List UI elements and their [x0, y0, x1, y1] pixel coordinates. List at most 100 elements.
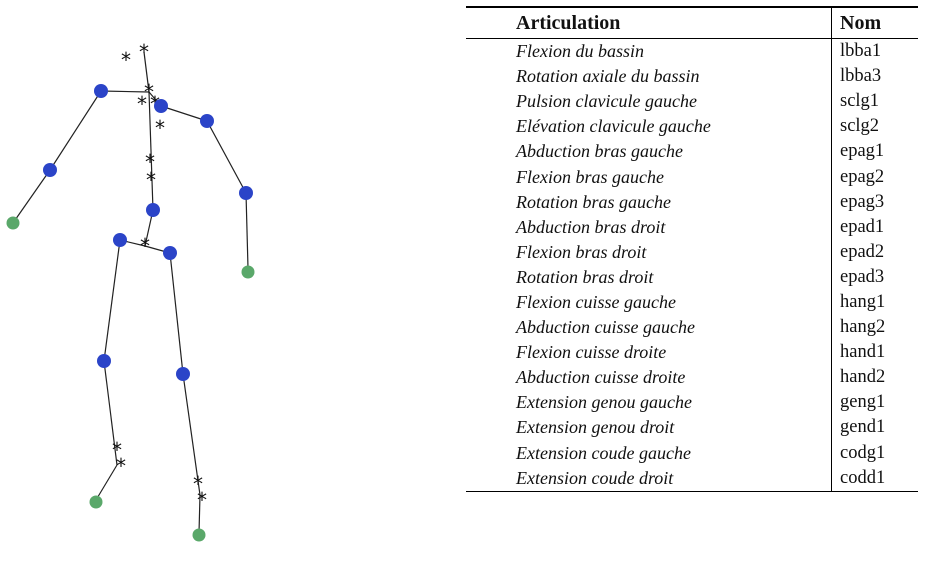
table-row: Abduction cuisse gauche hang2	[466, 315, 918, 341]
joint-dot	[146, 203, 160, 217]
extremity-dot	[6, 216, 20, 230]
marker-asterisk: *	[145, 150, 155, 174]
skeleton-bone	[169, 252, 184, 375]
nom-cell: epad3	[831, 264, 918, 290]
joint-dot	[113, 233, 127, 247]
marker-asterisk: *	[116, 454, 126, 478]
nom-cell: codd1	[831, 465, 918, 492]
table-header-row: Articulation Nom	[466, 6, 918, 39]
marker-asterisk: *	[140, 234, 150, 258]
skeleton-bone	[49, 90, 102, 171]
joint-dot	[163, 246, 177, 260]
nom-cell: lbba3	[831, 64, 918, 90]
articulation-cell: Rotation bras droit	[516, 266, 654, 287]
articulation-cell: Extension genou gauche	[516, 392, 692, 413]
nom-cell: epad2	[831, 239, 918, 265]
table-row: Rotation bras gauche epag3	[466, 189, 918, 215]
articulation-cell: Abduction bras gauche	[516, 141, 683, 162]
table-row: Flexion bras droit epad2	[466, 239, 918, 265]
joint-dot	[200, 114, 214, 128]
table-row: Extension genou droit gend1	[466, 415, 918, 441]
marker-asterisk: *	[155, 116, 165, 140]
marker-asterisk: *	[197, 488, 207, 512]
table-row: Abduction cuisse droite hand2	[466, 365, 918, 391]
articulation-cell: Flexion cuisse droite	[516, 342, 667, 363]
table-row: Extension coude gauche codg1	[466, 440, 918, 466]
skeleton-bone	[148, 91, 154, 211]
articulation-cell: Elévation clavicule gauche	[516, 116, 711, 137]
nom-cell: codg1	[831, 440, 918, 466]
skeleton-bone	[160, 105, 208, 122]
skeleton-bones	[12, 51, 249, 534]
extremity-dot	[89, 495, 103, 509]
nom-cell: geng1	[831, 390, 918, 416]
table-row: Abduction bras droit epad1	[466, 214, 918, 240]
nom-cell: epad1	[831, 214, 918, 240]
skeleton-bone	[12, 169, 51, 224]
nom-cell: hand1	[831, 340, 918, 366]
articulation-cell: Flexion cuisse gauche	[516, 291, 676, 312]
skeleton-bone	[245, 192, 249, 269]
nom-cell: gend1	[831, 415, 918, 441]
table-row: Flexion cuisse gauche hang1	[466, 289, 918, 316]
nom-cell: epag1	[831, 139, 918, 165]
nom-cell: hang1	[831, 289, 918, 316]
skeleton-bone	[100, 90, 150, 93]
nom-cell: hang2	[831, 315, 918, 341]
skeleton-bone	[143, 51, 150, 93]
articulation-cell: Flexion du bassin	[516, 41, 644, 62]
nom-cell: hand2	[831, 365, 918, 391]
articulation-cell: Flexion bras droit	[516, 241, 647, 262]
table-row: Flexion du bassin lbba1	[466, 38, 918, 65]
articulation-cell: Pulsion clavicule gauche	[516, 91, 697, 112]
skeleton-bone	[103, 360, 118, 466]
marker-asterisk: *	[112, 438, 122, 462]
table-row: Flexion cuisse droite hand1	[466, 340, 918, 366]
articulation-cell: Rotation bras gauche	[516, 191, 671, 212]
skeleton-bone	[206, 120, 247, 194]
table-row: Extension genou gauche geng1	[466, 390, 918, 416]
joint-dot	[97, 354, 111, 368]
skeleton-bone	[198, 494, 201, 534]
articulation-cell: Extension coude gauche	[516, 442, 691, 463]
joint-dot	[154, 99, 168, 113]
articulation-cell: Rotation axiale du bassin	[516, 66, 700, 87]
skeleton-bone	[103, 239, 121, 362]
nom-cell: epag2	[831, 164, 918, 190]
table-row: Rotation bras droit epad3	[466, 264, 918, 290]
skeleton-joints	[6, 84, 255, 542]
joint-dot	[239, 186, 253, 200]
articulation-cell: Abduction cuisse gauche	[516, 317, 695, 338]
marker-asterisk: *	[193, 472, 203, 496]
marker-asterisk: *	[121, 48, 131, 72]
table-row: Flexion bras gauche epag2	[466, 164, 918, 190]
extremity-dot	[241, 265, 255, 279]
table-row: Pulsion clavicule gauche sclg1	[466, 89, 918, 115]
nom-cell: sclg1	[831, 89, 918, 115]
joint-dot	[94, 84, 108, 98]
marker-asterisk: *	[144, 80, 154, 104]
skeleton-figure: *************	[6, 40, 255, 542]
table-row: Rotation axiale du bassin lbba3	[466, 64, 918, 90]
articulation-cell: Extension genou droit	[516, 417, 675, 438]
articulation-cell: Abduction bras droit	[516, 216, 666, 237]
nom-cell: epag3	[831, 189, 918, 215]
joint-dot	[176, 367, 190, 381]
table-row: Elévation clavicule gauche sclg2	[466, 114, 918, 140]
articulation-cell: Flexion bras gauche	[516, 166, 664, 187]
header-nom: Nom	[831, 6, 918, 39]
articulation-cell: Abduction cuisse droite	[516, 367, 686, 388]
header-articulation: Articulation	[466, 6, 832, 39]
extremity-dot	[192, 528, 206, 542]
nom-cell: sclg2	[831, 114, 918, 140]
marker-asterisk: *	[139, 40, 149, 64]
joint-dot	[43, 163, 57, 177]
nom-cell: lbba1	[831, 38, 918, 65]
articulation-cell: Extension coude droit	[466, 465, 832, 492]
table-row: Abduction bras gauche epag1	[466, 139, 918, 165]
marker-asterisk: *	[137, 92, 147, 116]
marker-asterisk: *	[146, 168, 156, 192]
